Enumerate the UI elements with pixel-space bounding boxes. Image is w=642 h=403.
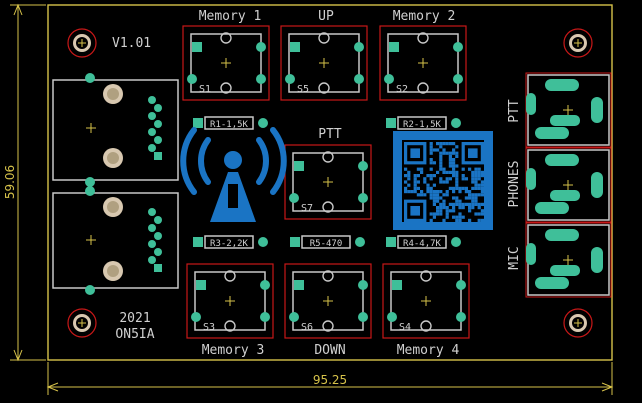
resistor-label: R4-4,7K: [403, 239, 442, 249]
resistor-1: R1-1,5K: [193, 116, 268, 130]
switch-ref-label: S3: [203, 322, 215, 333]
jack-label-ptt: PTT: [507, 99, 522, 123]
resistor-5: R4-4,7K: [386, 235, 461, 249]
dimension-width: 95.25: [46, 362, 614, 395]
switch-label-memory-3: Memory 3: [202, 343, 265, 358]
switch-ref-label: S2: [396, 84, 408, 95]
radio-tower-icon: [180, 127, 287, 222]
push-button-switch-3: S2: [379, 25, 467, 101]
audio-jack-1: [525, 72, 612, 148]
push-button-switch-1: S1: [182, 25, 270, 101]
jack-label-phones: PHONES: [507, 161, 522, 208]
mounting-hole-bl: [67, 308, 97, 338]
resistor-3: R3-2,2K: [193, 235, 268, 249]
audio-jack-3: [525, 222, 612, 298]
jack-label-mic: MIC: [507, 246, 522, 269]
mounting-hole-tl: [67, 28, 97, 58]
switch-ref-label: S4: [399, 322, 411, 333]
switch-label-memory-2: Memory 2: [393, 9, 456, 24]
resistor-label: R2-1,5K: [403, 120, 442, 130]
push-button-switch-5: S3: [186, 263, 274, 339]
push-button-switch-4: S7: [284, 144, 372, 220]
push-button-switch-7: S4: [382, 263, 470, 339]
rj45-connector-bottom: [52, 186, 179, 295]
switch-ref-label: S7: [301, 203, 313, 214]
push-button-switch-2: S5: [280, 25, 368, 101]
mounting-hole-tr: [563, 28, 593, 58]
switch-label-ptt: PTT: [318, 127, 342, 142]
rj45-connector-top: [52, 73, 179, 187]
resistor-2: R2-1,5K: [386, 116, 461, 130]
resistor-label: R5-470: [310, 239, 343, 249]
resistor-label: R3-2,2K: [210, 239, 249, 249]
switch-ref-label: S1: [199, 84, 211, 95]
switch-label-up: UP: [318, 9, 334, 24]
height-label: 59.06: [3, 165, 17, 199]
dimension-height: 59.06: [3, 3, 46, 362]
mounting-hole-br: [563, 308, 593, 338]
author-label: ON5IA: [115, 327, 154, 342]
switch-label-memory-4: Memory 4: [397, 343, 460, 358]
version-label: V1.01: [112, 36, 151, 51]
width-label: 95.25: [313, 373, 347, 387]
switch-ref-label: S6: [301, 322, 313, 333]
push-button-switch-6: S6: [284, 263, 372, 339]
year-label: 2021: [119, 311, 150, 326]
switch-label-down: DOWN: [314, 343, 345, 358]
switch-label-memory-1: Memory 1: [199, 9, 262, 24]
switch-ref-label: S5: [297, 84, 309, 95]
qr-code-icon: [393, 131, 493, 230]
audio-jack-2: [525, 147, 612, 223]
resistor-4: R5-470: [290, 235, 365, 249]
resistor-label: R1-1,5K: [210, 120, 249, 130]
